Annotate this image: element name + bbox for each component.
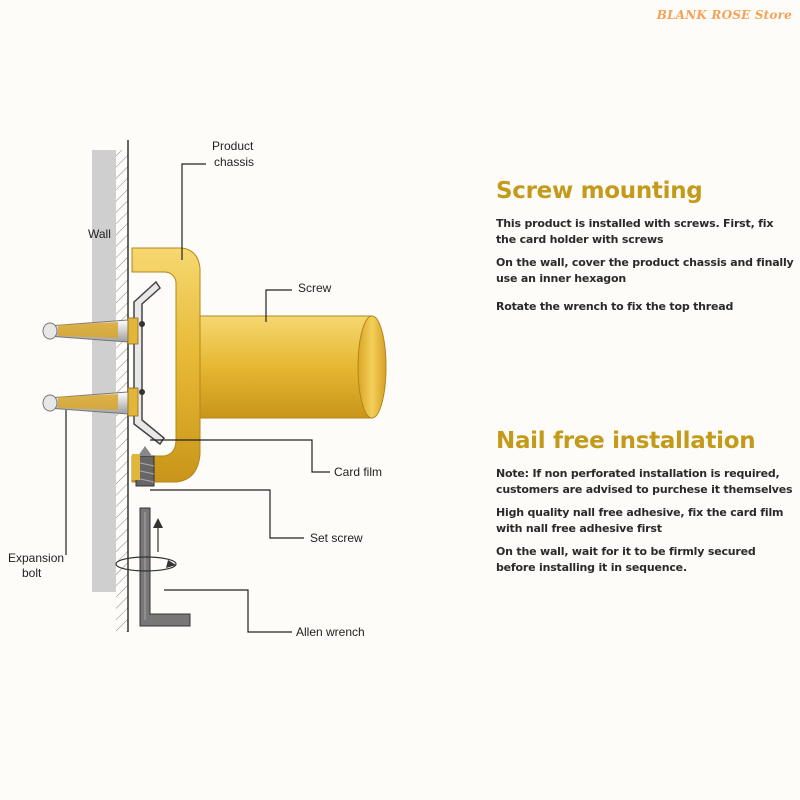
- screw-mounting-panel: Screw mounting This product is installed…: [496, 178, 796, 322]
- label-expansion-bolt-2: bolt: [22, 566, 42, 580]
- nail-free-step-1: Note: If non perforated installation is …: [496, 467, 793, 496]
- label-card-film: Card film: [334, 465, 382, 479]
- set-screw: [132, 446, 155, 487]
- expansion-bolt-bottom: [42, 387, 145, 417]
- label-allen-wrench: Allen wrench: [296, 625, 365, 639]
- nail-free-panel: Nail free installation Note: If non perf…: [496, 428, 796, 583]
- nail-free-title: Nail free installation: [496, 428, 756, 454]
- label-product-chassis-2: chassis: [214, 155, 254, 169]
- label-wall: Wall: [88, 227, 111, 241]
- label-screw: Screw: [298, 281, 332, 295]
- wall: [92, 140, 129, 632]
- nail-free-step-3: On the wall, wait for it to be firmly se…: [496, 545, 756, 574]
- label-set-screw: Set screw: [310, 531, 363, 545]
- label-product-chassis-1: Product: [212, 139, 254, 153]
- allen-wrench: [139, 507, 191, 627]
- card-film: [133, 280, 166, 446]
- screw-mounting-step-1: This product is installed with screws. F…: [496, 217, 774, 246]
- screw-mounting-step-2: On the wall, cover the product chassis a…: [496, 256, 794, 285]
- nail-free-step-2: High quality nall free adhesive, fix the…: [496, 506, 784, 535]
- screw-mounting-step-3: Rotate the wrench to fix the top thread: [496, 300, 734, 313]
- label-expansion-bolt-1: Expansion: [8, 551, 64, 565]
- expansion-bolt-top: [42, 317, 145, 345]
- screw-mounting-title: Screw mounting: [496, 178, 703, 204]
- brand-watermark: BLANK ROSE Store: [656, 8, 792, 22]
- rotation-arrow-icon: [115, 518, 177, 572]
- product-cylinder: [199, 315, 387, 419]
- leader-lines: [65, 163, 330, 633]
